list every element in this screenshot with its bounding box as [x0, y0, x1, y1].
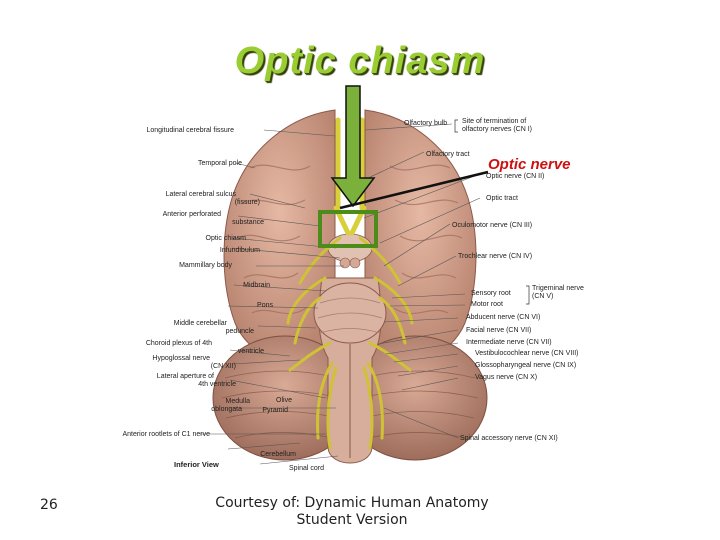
label-site-termination: Site of termination of: [462, 118, 527, 125]
label-anterior-perforated-2: substance: [232, 219, 264, 226]
label-midbrain: Midbrain: [243, 282, 270, 289]
label-pons: Pons: [257, 302, 273, 309]
slide-title: Optic chiasm: [234, 40, 486, 82]
label-intermediate: Intermediate nerve (CN VII): [466, 339, 552, 346]
label-optic-nerve: Optic nerve (CN II): [486, 173, 545, 180]
view-label: Inferior View: [174, 460, 219, 469]
label-trigeminal: Trigeminal nerve: [532, 285, 584, 292]
label-medulla: Medulla: [225, 398, 250, 405]
label-middle-cerebellar-2: peduncle: [225, 328, 254, 335]
label-anterior-perforated: Anterior perforated: [162, 211, 221, 218]
credit-line-2: Student Version: [296, 512, 408, 528]
label-glossopharyngeal: Glossopharyngeal nerve (CN IX): [475, 362, 577, 369]
label-oculomotor: Oculomotor nerve (CN III): [452, 222, 533, 229]
label-lateral-sulcus: Lateral cerebral sulcus: [165, 191, 236, 198]
label-temporal-pole: Temporal pole: [198, 160, 242, 167]
label-olive: Olive: [276, 397, 292, 404]
label-facial: Facial nerve (CN VII): [466, 327, 532, 334]
label-sensory-root: Sensory root: [471, 290, 511, 297]
label-hypoglossal-2: (CN XII): [210, 363, 236, 370]
label-choroid-plexus: Choroid plexus of 4th: [145, 340, 212, 347]
label-medulla-2: oblongata: [211, 406, 242, 413]
label-olfactory-tract: Olfactory tract: [426, 151, 470, 158]
optic-nerve-callout: Optic nerve: [488, 156, 571, 173]
label-lateral-sulcus-2: (fissure): [234, 199, 260, 206]
label-optic-chiasm: Optic chiasm: [205, 235, 246, 242]
label-spinal-accessory: Spinal accessory nerve (CN XI): [460, 435, 558, 442]
label-vestibulocochlear: Vestibulocochlear nerve (CN VIII): [475, 350, 579, 357]
label-pyramid: Pyramid: [262, 407, 288, 414]
label-site-termination-2: olfactory nerves (CN I): [462, 126, 533, 133]
label-vagus: Vagus nerve (CN X): [475, 374, 538, 381]
label-olfactory-bulb: Olfactory bulb: [404, 120, 448, 127]
label-infundibulum: Infundibulum: [219, 247, 260, 254]
label-choroid-plexus-2: ventricle: [237, 348, 264, 355]
label-anterior-rootlets: Anterior rootlets of C1 nerve: [122, 431, 210, 438]
label-trigeminal-2: (CN V): [532, 293, 554, 300]
label-abducent: Abducent nerve (CN VI): [466, 314, 541, 321]
label-spinal-cord: Spinal cord: [288, 465, 324, 472]
slide-number: 26: [40, 497, 58, 513]
label-middle-cerebellar: Middle cerebellar: [173, 320, 227, 327]
label-cerebellum: Cerebellum: [260, 451, 296, 458]
label-hypoglossal: Hypoglossal nerve: [152, 355, 210, 362]
label-optic-tract: Optic tract: [486, 195, 518, 202]
credit-text: Courtesy of: Dynamic Human Anatomy Stude…: [200, 495, 504, 529]
credit-line-1: Courtesy of: Dynamic Human Anatomy: [215, 495, 489, 511]
label-mammillary-body: Mammillary body: [179, 262, 232, 269]
label-trochlear: Trochlear nerve (CN IV): [458, 253, 533, 260]
label-motor-root: Motor root: [471, 301, 503, 308]
label-lateral-aperture: Lateral aperture of: [156, 373, 214, 380]
label-lateral-aperture-2: 4th ventricle: [198, 381, 236, 388]
label-longitudinal-fissure: Longitudinal cerebral fissure: [146, 127, 234, 134]
